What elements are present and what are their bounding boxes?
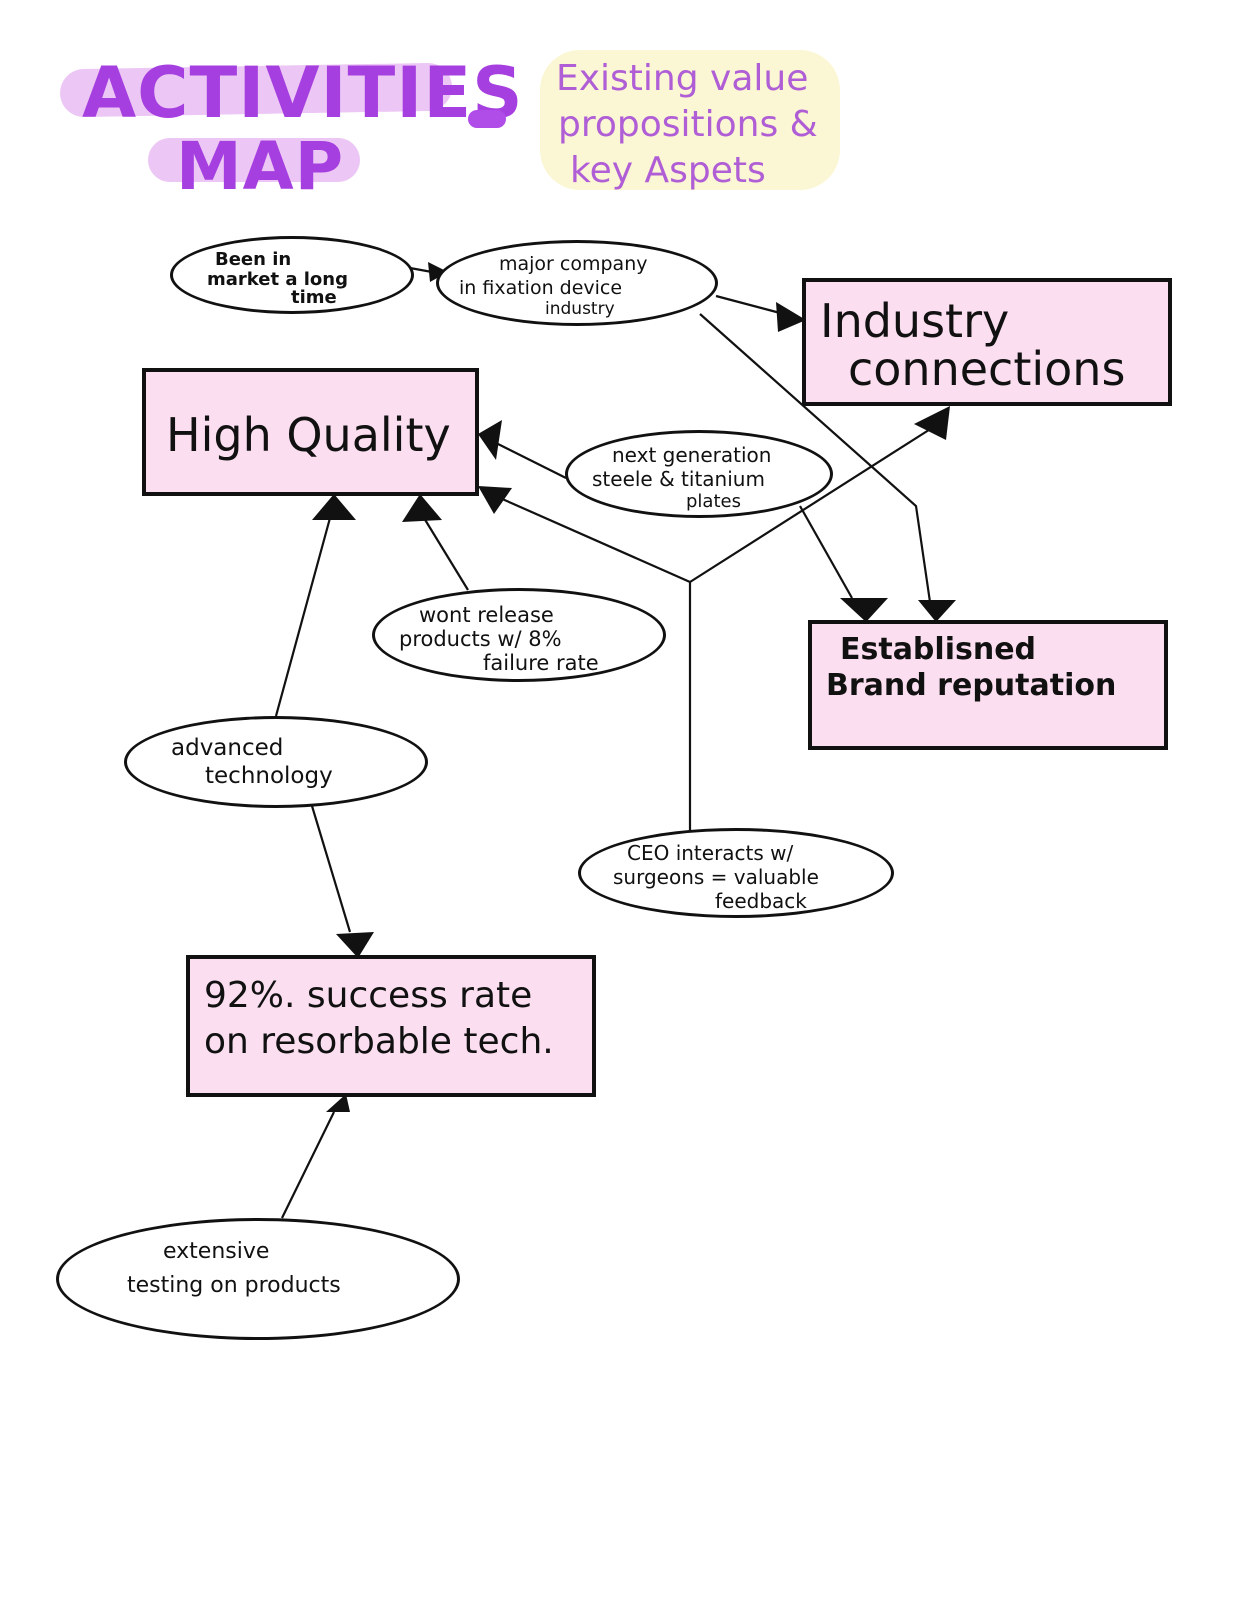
connector-nextgen-to-highquality <box>497 443 567 479</box>
box-high-quality-label: High Quality <box>166 408 451 462</box>
arrowhead-highquality-ceo <box>478 486 512 514</box>
oval-next-generation-line1: next generation <box>612 443 772 467</box>
connector-been-to-major <box>409 266 433 274</box>
box-success-rate: 92%. success rate on resorbable tech. <box>186 955 596 1097</box>
oval-advanced-technology-line2: technology <box>205 763 333 789</box>
oval-ceo-interacts-line2: surgeons = valuable <box>613 865 819 889</box>
oval-been-in-market-line3: time <box>291 287 337 308</box>
connector-nextgen-to-brand <box>799 505 853 599</box>
connector-major-to-brand <box>699 313 932 603</box>
box-industry-connections: Industry connections <box>802 278 1172 406</box>
subtitle-line1: Existing value <box>556 58 809 99</box>
arrowhead-major-company <box>428 262 448 282</box>
connector-advanced-to-highquality <box>274 517 332 717</box>
subtitle-line3: key Aspets <box>570 150 766 191</box>
page-subtitle: Existing value propositions & key Aspets <box>556 56 818 194</box>
arrowhead-industry-ceo <box>914 406 950 440</box>
arrowhead-highquality-nextgen <box>478 420 502 460</box>
arrowhead-brand-major <box>918 600 956 622</box>
subtitle-highlight <box>540 50 840 190</box>
connector-extensive-to-success <box>281 1111 335 1219</box>
oval-ceo-interacts-line3: feedback <box>715 889 807 913</box>
box-industry-connections-line1: Industry <box>820 294 1010 348</box>
box-high-quality: High Quality <box>142 368 479 496</box>
arrowhead-highquality-advanced <box>312 494 356 520</box>
connector-advanced-to-success <box>310 805 352 933</box>
box-success-rate-line2: on resorbable tech. <box>204 1021 554 1062</box>
page-title-line1: ACTIVITIES <box>82 52 524 134</box>
arrowhead-success-extensive <box>326 1094 350 1112</box>
oval-advanced-technology: advanced technology <box>124 716 428 808</box>
oval-extensive-testing-line1: extensive <box>163 1239 270 1264</box>
arrowhead-highquality-wont <box>402 494 442 522</box>
title-dash <box>468 110 506 128</box>
oval-major-company: major company in fixation device industr… <box>436 240 718 326</box>
oval-extensive-testing-line2: testing on products <box>127 1273 341 1298</box>
connector-wont-to-highquality <box>423 517 469 591</box>
oval-wont-release: wont release products w/ 8% failure rate <box>372 588 666 682</box>
oval-been-in-market-line2: market a long <box>207 269 348 290</box>
oval-major-company-line3: industry <box>545 299 615 319</box>
oval-extensive-testing: extensive testing on products <box>56 1218 460 1340</box>
oval-ceo-interacts: CEO interacts w/ surgeons = valuable fee… <box>578 828 894 918</box>
oval-next-generation-line2: steele & titanium <box>592 467 765 491</box>
box-brand-reputation-line1: Establisned <box>840 632 1037 667</box>
connector-major-to-industry <box>715 294 785 316</box>
oval-next-generation: next generation steele & titanium plates <box>565 430 833 518</box>
connector-ceo-to-industry <box>689 427 933 583</box>
oval-ceo-interacts-line1: CEO interacts w/ <box>627 841 794 865</box>
arrowhead-success-advanced <box>336 932 374 958</box>
box-success-rate-line1: 92%. success rate <box>204 975 533 1016</box>
connector-ceo-to-highquality <box>499 496 691 584</box>
oval-been-in-market: Been in market a long time <box>170 236 414 314</box>
oval-wont-release-line2: products w/ 8% <box>399 627 562 651</box>
oval-been-in-market-line1: Been in <box>215 249 292 270</box>
box-industry-connections-line2: connections <box>848 342 1126 396</box>
oval-next-generation-line3: plates <box>686 491 741 512</box>
page-title-line2: MAP <box>176 128 345 205</box>
oval-advanced-technology-line1: advanced <box>171 735 284 761</box>
arrowhead-industry-connections <box>776 302 806 332</box>
oval-major-company-line2: in fixation device <box>459 277 623 299</box>
title-highlight-2 <box>148 138 360 182</box>
oval-wont-release-line3: failure rate <box>483 651 599 675</box>
arrowhead-brand-nextgen <box>840 598 888 622</box>
oval-major-company-line1: major company <box>499 253 648 275</box>
oval-wont-release-line1: wont release <box>419 603 554 627</box>
box-brand-reputation-line2: Brand reputation <box>826 668 1117 703</box>
subtitle-line2: propositions & <box>558 104 818 145</box>
box-brand-reputation: Establisned Brand reputation <box>808 620 1168 750</box>
